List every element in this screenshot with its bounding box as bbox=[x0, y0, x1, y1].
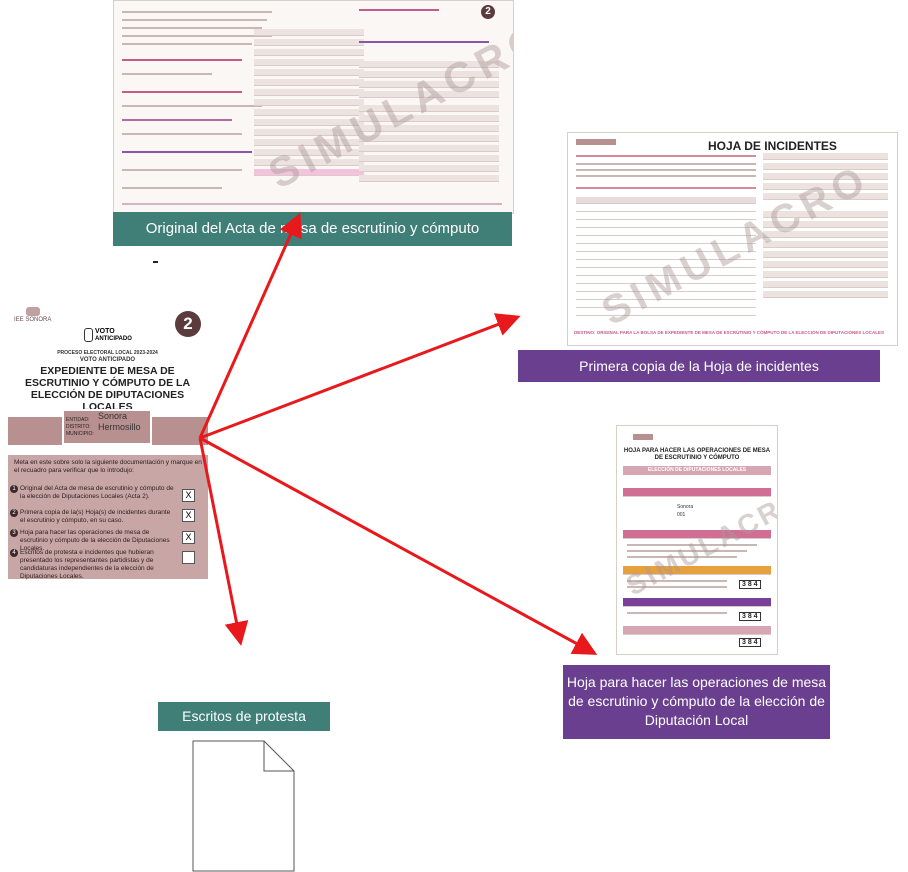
incidentes-title: HOJA DE INCIDENTES bbox=[708, 139, 837, 153]
checklist-item-3: 3 Hoja para hacer las operaciones de mes… bbox=[10, 529, 200, 553]
operaciones-label: Hoja para hacer las operaciones de mesa … bbox=[563, 665, 830, 739]
blank-page-icon bbox=[192, 740, 295, 872]
operaciones-value-1: 3 8 4 bbox=[739, 580, 761, 589]
acta-document: 2 SIMULACRO bbox=[113, 0, 514, 214]
dash-mark bbox=[153, 261, 158, 263]
incidentes-document: HOJA DE INCIDENTES SIMULACRO DESTINO: OR… bbox=[567, 132, 898, 346]
envelope-fields-band: ENTIDAD: DISTRITO: MUNICIPIO: Sonora Her… bbox=[8, 409, 208, 445]
envelope: IEE SONORA VOTO ANTICIPADO 2 PROCESO ELE… bbox=[0, 305, 215, 580]
iee-logo: IEE SONORA bbox=[14, 305, 51, 325]
checkbox-item-4[interactable] bbox=[182, 551, 195, 564]
operaciones-distrito: 001 bbox=[677, 512, 686, 518]
incidentes-footer: DESTINO: ORIGINAL PARA LA BOLSA DE EXPED… bbox=[574, 330, 884, 335]
operaciones-value-3: 3 8 4 bbox=[739, 638, 761, 647]
arrow-to-acta bbox=[198, 212, 302, 439]
envelope-title: EXPEDIENTE DE MESA DE ESCRUTINIO Y CÓMPU… bbox=[24, 365, 191, 413]
checkbox-item-3[interactable]: X bbox=[182, 531, 195, 544]
checkbox-item-1[interactable]: X bbox=[182, 489, 195, 502]
operaciones-entidad: Sonora bbox=[677, 504, 694, 510]
checklist-item-2: 2 Primera copia de la(s) Hoja(s) de inci… bbox=[10, 509, 200, 525]
envelope-badge: 2 bbox=[175, 311, 201, 337]
arrow-to-escritos bbox=[198, 437, 249, 646]
checkbox-item-2[interactable]: X bbox=[182, 509, 195, 522]
envelope-checklist: Meta en este sobre solo la siguiente doc… bbox=[8, 455, 208, 581]
escritos-label: Escritos de protesta bbox=[158, 702, 330, 731]
arrow-to-operaciones bbox=[199, 436, 598, 655]
operaciones-subtitle: ELECCIÓN DE DIPUTACIONES LOCALES bbox=[623, 466, 771, 475]
envelope-process: PROCESO ELECTORAL LOCAL 2023-2024 bbox=[57, 350, 158, 356]
checklist-item-1: 1 Original del Acta de mesa de escrutini… bbox=[10, 485, 200, 501]
operaciones-title: HOJA PARA HACER LAS OPERACIONES DE MESA … bbox=[623, 448, 771, 461]
incidentes-label: Primera copia de la Hoja de incidentes bbox=[518, 350, 880, 382]
envelope-voto-anticipado: VOTO ANTICIPADO bbox=[79, 357, 136, 363]
acta-badge: 2 bbox=[481, 5, 495, 19]
operaciones-value-2: 3 8 4 bbox=[739, 612, 761, 621]
arrow-to-incidentes bbox=[199, 313, 521, 440]
acta-label: Original del Acta de mesa de escrutinio … bbox=[113, 212, 512, 246]
envelope-instruction: Meta en este sobre solo la siguiente doc… bbox=[14, 459, 202, 474]
operaciones-document: HOJA PARA HACER LAS OPERACIONES DE MESA … bbox=[616, 425, 778, 655]
checklist-item-4: 4 Escritos de protesta e incidentes que … bbox=[10, 549, 200, 581]
